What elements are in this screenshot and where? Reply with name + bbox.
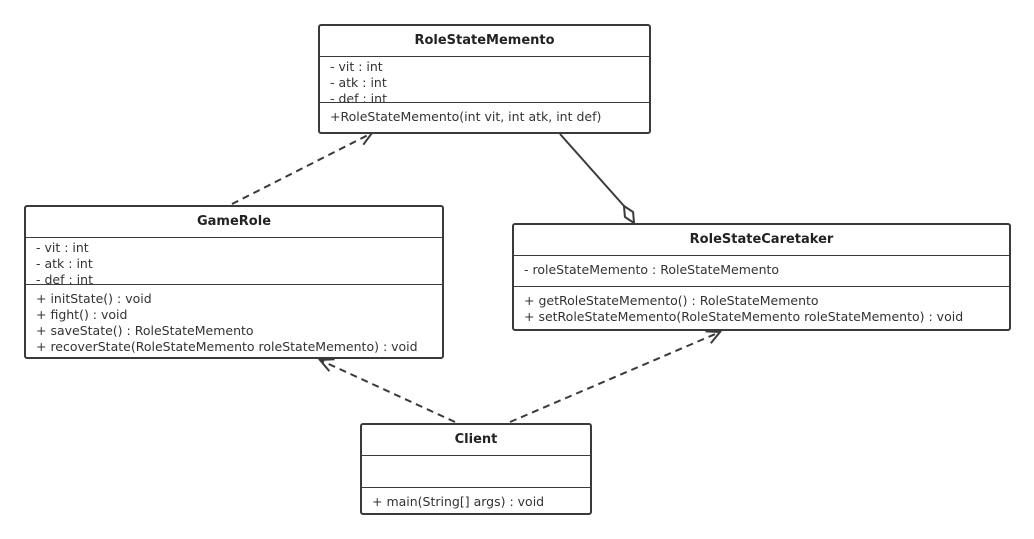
class-name: Client [362, 425, 590, 456]
class-box-rolestatecaretaker[interactable]: RoleStateCaretaker - roleStateMemento : … [512, 223, 1011, 331]
class-operations: +RoleStateMemento(int vit, int atk, int … [320, 103, 649, 125]
class-name: GameRole [26, 207, 442, 238]
operation-row: + main(String[] args) : void [372, 494, 545, 509]
class-attributes-empty [362, 456, 590, 488]
operation-row: + initState() : void [36, 291, 152, 306]
attribute-row: - def : int [36, 272, 93, 285]
class-operations: + main(String[] args) : void [362, 488, 590, 510]
operation-row: + getRoleStateMemento() : RoleStateMemen… [524, 293, 819, 308]
class-box-gamerole[interactable]: GameRole - vit : int - atk : int - def :… [24, 205, 444, 359]
operation-row: + saveState() : RoleStateMemento [36, 323, 254, 338]
class-box-client[interactable]: Client + main(String[] args) : void [360, 423, 592, 515]
class-name: RoleStateCaretaker [514, 225, 1009, 256]
dependency-line-gamerole-memento [231, 132, 373, 205]
attribute-row: - atk : int [36, 256, 93, 271]
attribute-row: - def : int [330, 91, 387, 103]
dependency-arrowhead-client-caretaker [705, 330, 723, 344]
operation-row: +RoleStateMemento(int vit, int atk, int … [330, 109, 602, 124]
attribute-row: - roleStateMemento : RoleStateMemento [524, 262, 780, 277]
class-box-rolestatememento[interactable]: RoleStateMemento - vit : int - atk : int… [318, 24, 651, 134]
class-name: RoleStateMemento [320, 26, 649, 57]
attribute-row: - vit : int [330, 59, 383, 74]
class-attributes: - vit : int - atk : int - def : int [320, 57, 649, 103]
aggregation-line-memento-caretaker [559, 133, 625, 207]
dependency-arrowhead-client-gamerole [317, 358, 335, 372]
attribute-row: - vit : int [36, 240, 89, 255]
class-attributes: - roleStateMemento : RoleStateMemento [514, 256, 1009, 287]
operation-row: + setRoleStateMemento(RoleStateMemento r… [524, 309, 964, 324]
class-operations: + initState() : void + fight() : void + … [26, 285, 442, 355]
aggregation-diamond-icon [622, 204, 636, 225]
class-attributes: - vit : int - atk : int - def : int [26, 238, 442, 285]
attribute-row: - atk : int [330, 75, 387, 90]
class-operations: + getRoleStateMemento() : RoleStateMemen… [514, 287, 1009, 325]
dependency-line-client-gamerole [319, 359, 456, 423]
operation-row: + fight() : void [36, 307, 128, 322]
dependency-line-client-caretaker [509, 331, 721, 423]
operation-row: + recoverState(RoleStateMemento roleStat… [36, 339, 418, 354]
